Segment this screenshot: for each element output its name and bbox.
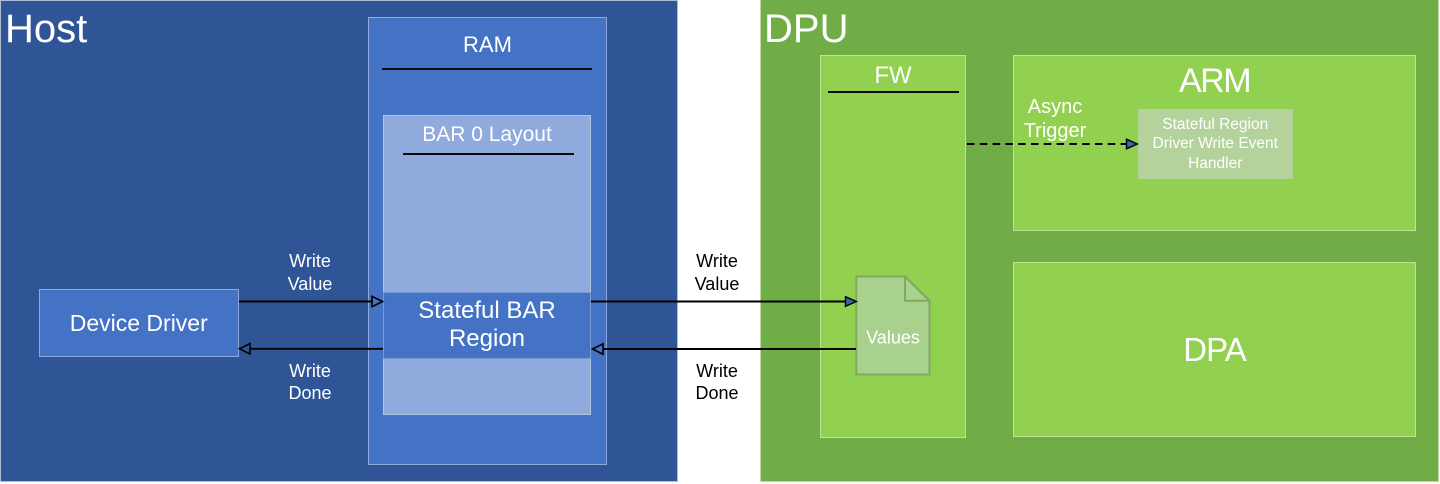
svg-text:Values: Values: [866, 328, 920, 348]
